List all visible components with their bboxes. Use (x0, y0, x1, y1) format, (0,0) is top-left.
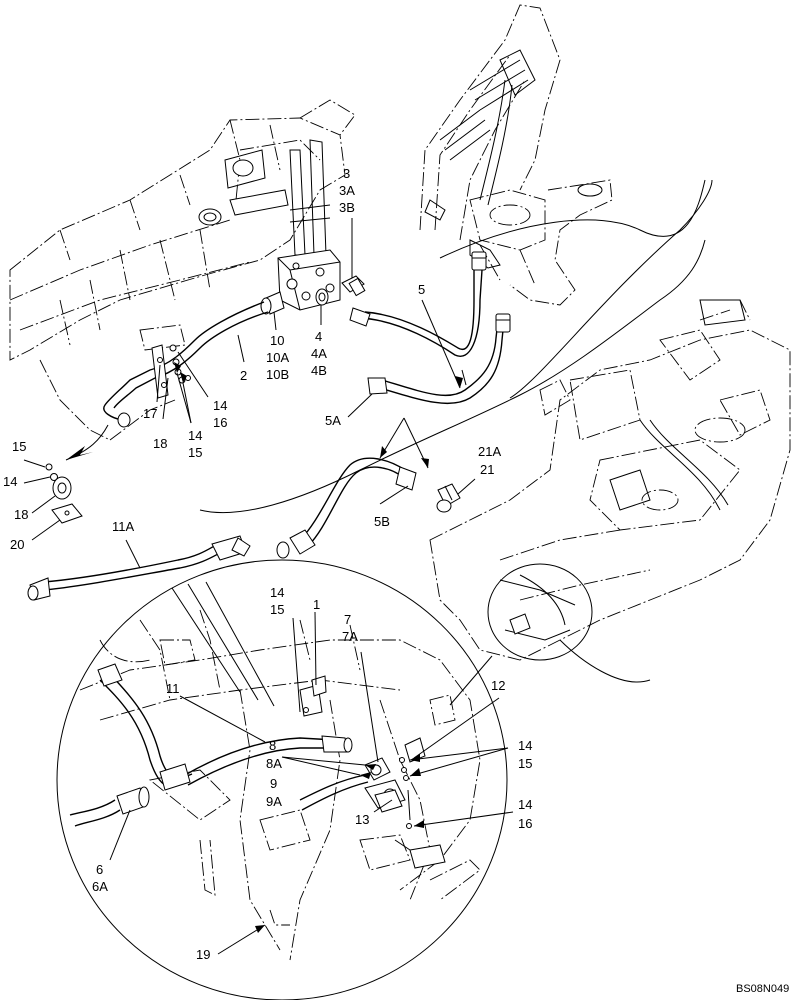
detail-frame-phantom (79, 609, 481, 961)
washer-14 (50, 473, 58, 481)
bracket-17 (151, 344, 169, 399)
document-id: BS08N049 (736, 983, 789, 995)
detail-connector (449, 655, 493, 706)
callout-16-lower: 16 (518, 816, 532, 831)
arrowhead (174, 362, 181, 373)
callout-15-detail: 15 (270, 602, 284, 617)
callout-10b: 10B (266, 367, 289, 382)
explode-arrowhead (66, 446, 93, 460)
arrowhead (410, 754, 420, 762)
callout-20: 20 (10, 537, 24, 552)
callout-10: 10 (270, 333, 284, 348)
arrowhead (255, 925, 265, 933)
hose-11a (27, 535, 251, 601)
machine-frame-phantom (9, 99, 356, 441)
tractor-frame-phantom (429, 299, 791, 683)
callout-9a: 9A (266, 794, 282, 809)
hose-5b (276, 457, 417, 559)
bracket-12 (399, 737, 426, 829)
detail-callout-small (487, 563, 593, 661)
callout-15-right: 15 (518, 756, 532, 771)
callout-1: 1 (313, 597, 320, 612)
callout-12: 12 (491, 678, 505, 693)
callout-5a: 5A (325, 413, 341, 428)
frame-tube-assembly (198, 139, 331, 256)
callout-4a: 4A (311, 346, 327, 361)
callout-7a: 7A (342, 629, 358, 644)
callout-21: 21 (480, 462, 494, 477)
callout-labels: 3 3A 3B 5 4 4A 4B 10 10A 10B 2 14 16 17 … (3, 166, 532, 962)
hose-5 (349, 251, 487, 357)
hose-5a (367, 313, 511, 405)
callout-16-upper: 16 (213, 415, 227, 430)
callout-19: 19 (196, 947, 210, 962)
callout-3a: 3A (339, 183, 355, 198)
callout-13: 13 (355, 812, 369, 827)
callout-8: 8 (269, 738, 276, 753)
arrowhead (365, 764, 376, 770)
callout-4b: 4B (311, 363, 327, 378)
callout-11: 11 (166, 681, 180, 696)
callout-9: 9 (270, 776, 277, 791)
callout-15-mid: 15 (188, 445, 202, 460)
callout-14-left: 14 (3, 474, 17, 489)
callout-15-left: 15 (12, 439, 26, 454)
arrowhead (414, 820, 424, 828)
detail-boundary-upper (439, 179, 706, 259)
arrowhead (410, 768, 421, 776)
fitting-21 (436, 483, 461, 513)
callout-10a: 10A (266, 350, 289, 365)
callout-6: 6 (96, 862, 103, 877)
tube-2 (103, 301, 269, 428)
callout-4: 4 (315, 329, 322, 344)
callout-17: 17 (143, 406, 157, 421)
detail-boundary-mid (509, 179, 713, 399)
arrowhead (180, 372, 187, 383)
control-valve-block (277, 249, 341, 311)
lower-fitting (394, 839, 446, 869)
fitting-3 (341, 275, 366, 297)
callout-21a: 21A (478, 444, 501, 459)
arrowhead (380, 446, 387, 458)
fitting-4 (315, 288, 329, 306)
loader-arm-phantom (419, 4, 613, 306)
callout-11a: 11A (112, 519, 134, 534)
callout-3b: 3B (339, 200, 355, 215)
leader-lines (23, 218, 514, 955)
callout-14-mid: 14 (188, 428, 202, 443)
arrowhead (421, 458, 429, 468)
fitting-10 (260, 291, 285, 315)
callout-3: 3 (343, 166, 350, 181)
explode-arrow-left (65, 424, 109, 461)
callout-14-detail: 14 (270, 585, 284, 600)
clamp-hardware-cluster (169, 344, 191, 384)
detail-boundary-lower (199, 239, 706, 514)
callout-14-lower: 14 (518, 797, 532, 812)
callout-18-upper: 18 (153, 436, 167, 451)
callout-14-upper: 14 (213, 398, 227, 413)
detail-circle-large (56, 559, 508, 1000)
hose-11 (97, 663, 353, 791)
clamp-18 (52, 476, 72, 500)
callout-18-left: 18 (14, 507, 28, 522)
arrowhead (455, 376, 463, 388)
arrowhead (360, 772, 371, 779)
callout-5: 5 (418, 282, 425, 297)
callout-6a: 6A (92, 879, 108, 894)
callout-8a: 8A (266, 756, 282, 771)
callout-7: 7 (344, 612, 351, 627)
callout-5b: 5B (374, 514, 390, 529)
nut-15 (45, 463, 53, 471)
bracket-1 (299, 675, 327, 717)
callout-2: 2 (240, 368, 247, 383)
callout-14-right: 14 (518, 738, 532, 753)
tube-6 (69, 786, 150, 827)
